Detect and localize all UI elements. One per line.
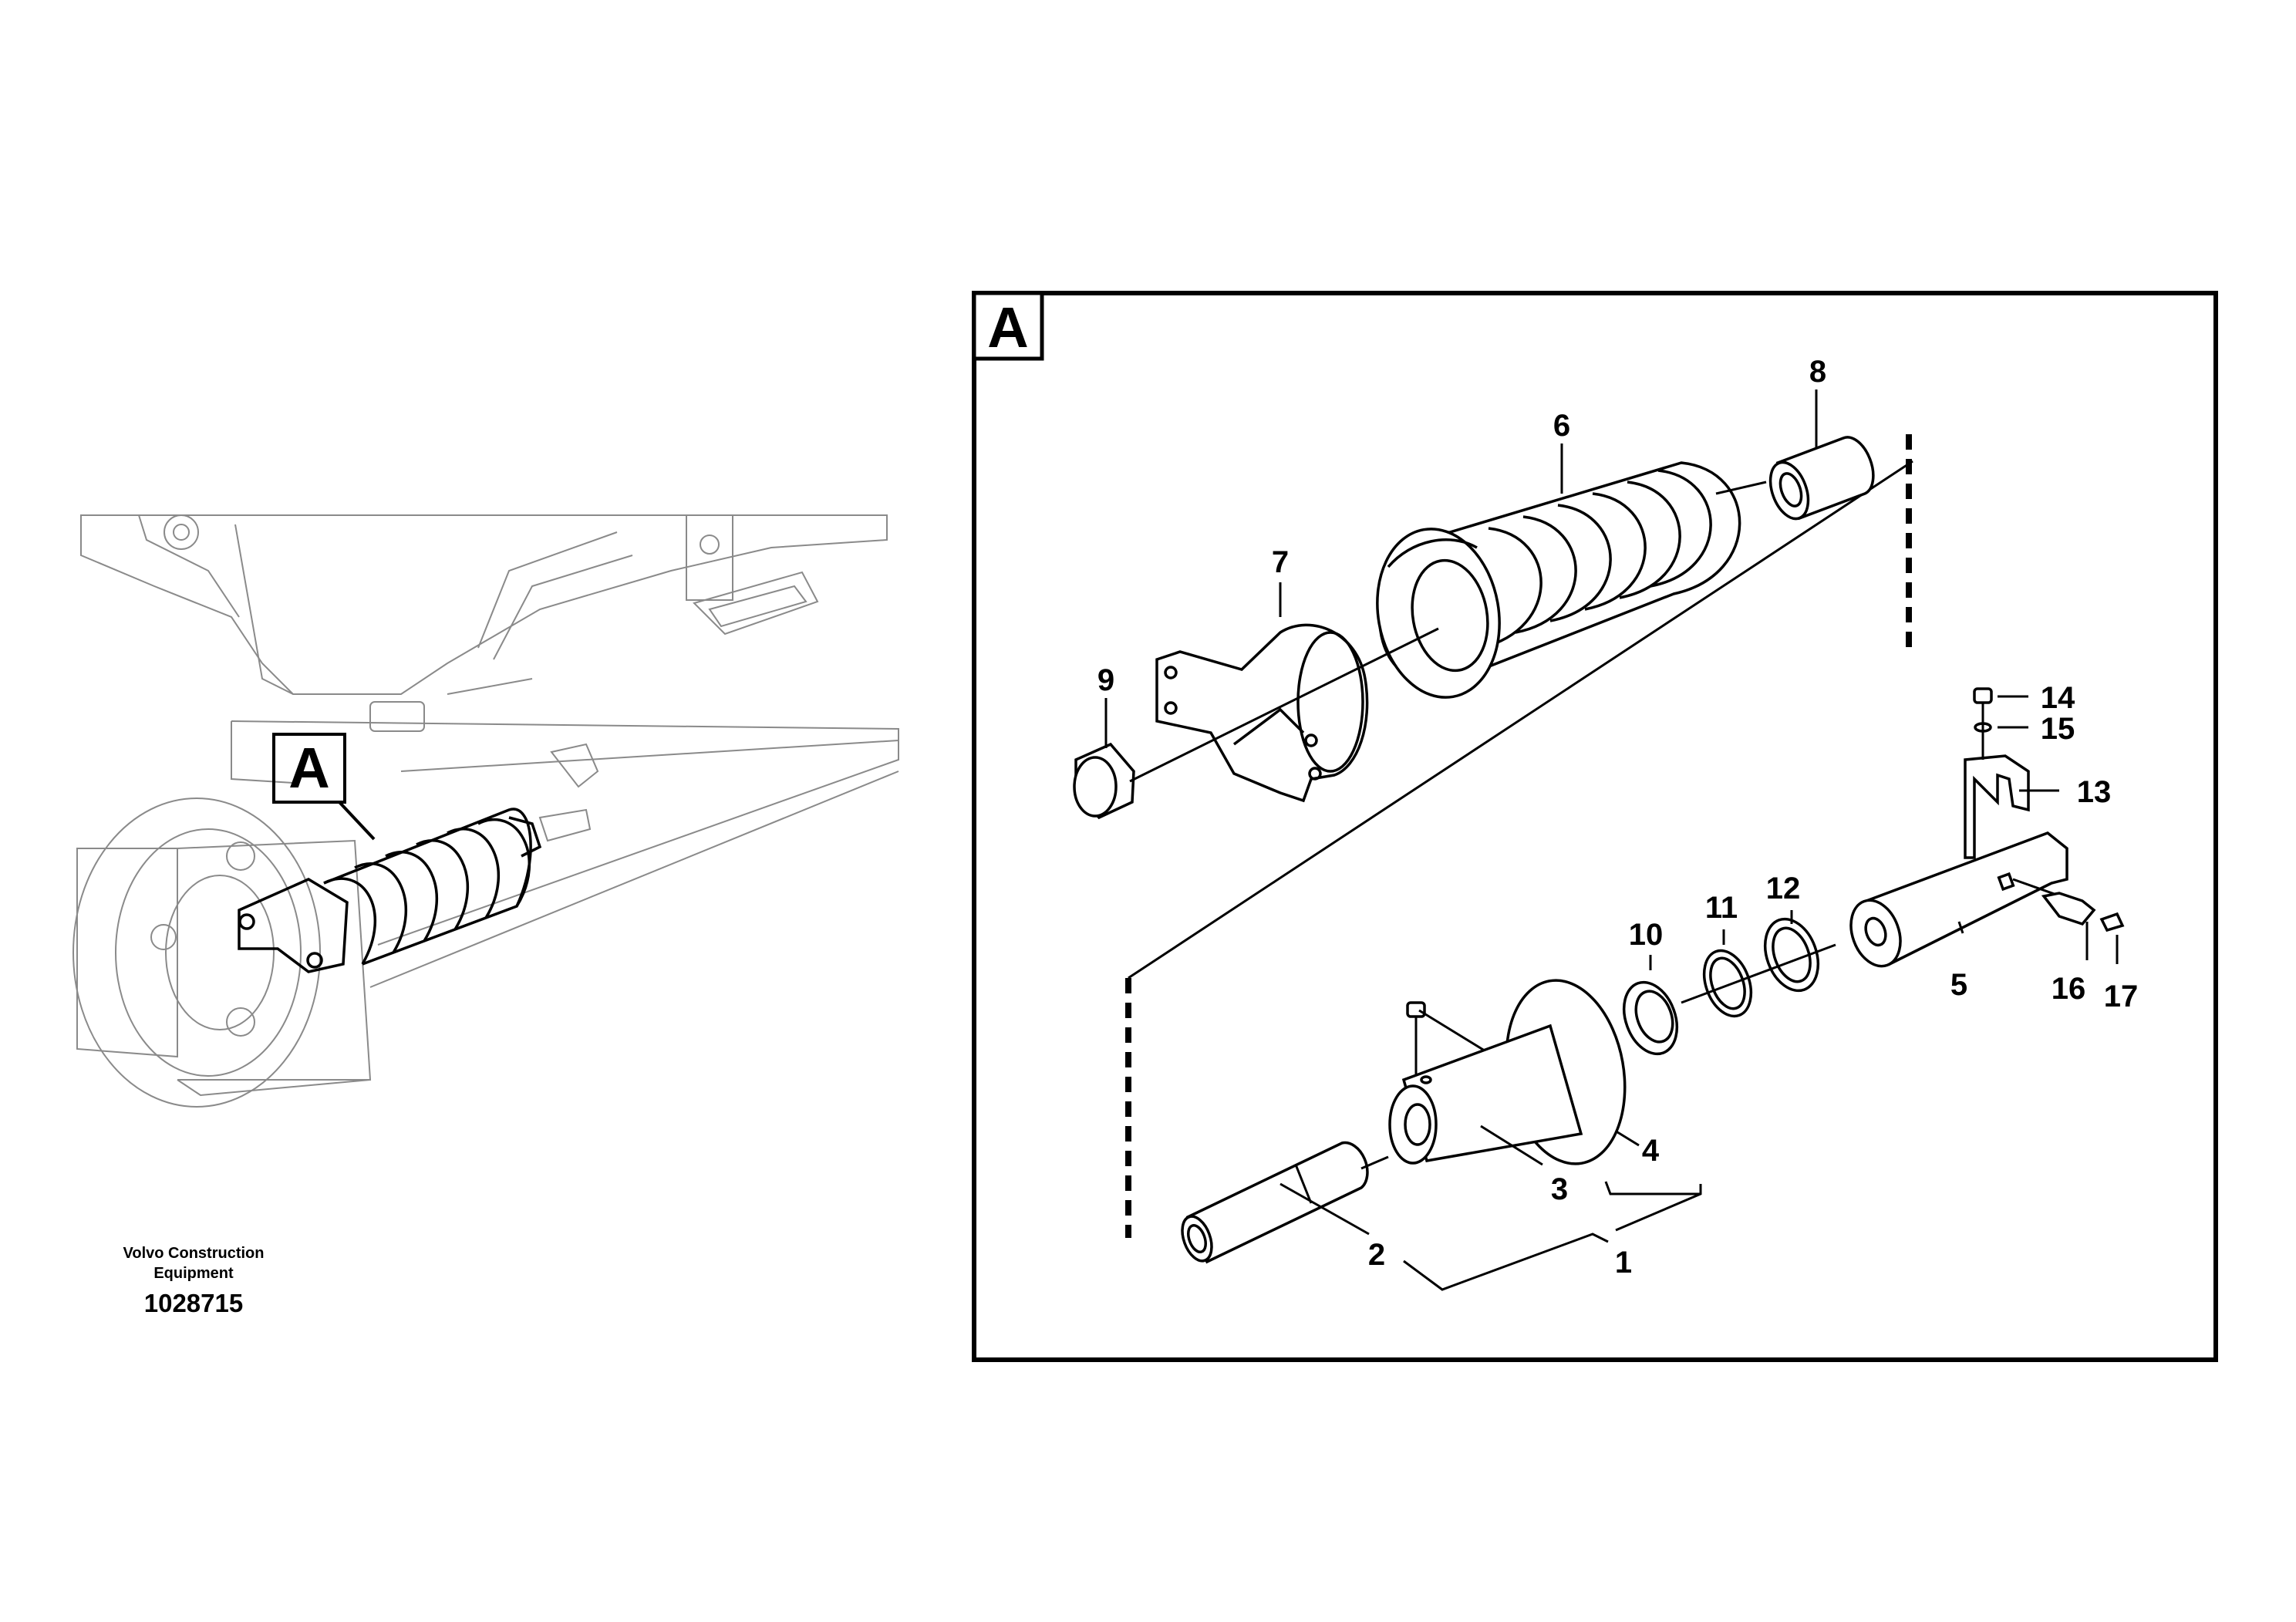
part-5-cylinder xyxy=(1849,831,2083,968)
label-part-15: 15 xyxy=(2041,712,2075,746)
part-7-bracket xyxy=(1155,623,1369,803)
label-part-1: 1 xyxy=(1615,1246,1632,1280)
part-14-screw xyxy=(1973,687,1993,760)
leader-lines xyxy=(1104,389,2059,1291)
part-13-bracket xyxy=(1964,754,2030,859)
part-3-hub xyxy=(1388,979,1627,1165)
part-9-nut xyxy=(1073,742,1135,820)
part-2-pin xyxy=(1181,1141,1389,1264)
label-part-5: 5 xyxy=(1950,968,1967,1002)
part-number-labels: 1 2 3 4 5 6 7 8 9 10 11 12 13 14 15 16 1… xyxy=(1097,355,2138,1280)
label-part-3: 3 xyxy=(1551,1172,1568,1206)
label-part-13: 13 xyxy=(2077,775,2112,809)
part-6-recoil-spring xyxy=(1376,461,1741,699)
detail-frame-letter: A xyxy=(987,295,1028,359)
part-10-seal xyxy=(1622,955,1679,1056)
part-16-fitting xyxy=(2041,892,2096,960)
label-part-8: 8 xyxy=(1809,355,1826,389)
label-part-10: 10 xyxy=(1629,918,1664,952)
label-part-12: 12 xyxy=(1766,872,1801,905)
label-part-16: 16 xyxy=(2052,972,2086,1006)
undercarriage-overview-drawing: A xyxy=(72,514,899,1108)
label-part-7: 7 xyxy=(1272,545,1289,579)
overview-callout-letter: A xyxy=(288,736,329,800)
label-part-2: 2 xyxy=(1368,1238,1385,1272)
label-part-17: 17 xyxy=(2104,980,2139,1013)
detail-view-frame: A xyxy=(972,291,2218,1362)
label-part-11: 11 xyxy=(1705,891,1738,925)
label-part-9: 9 xyxy=(1097,663,1114,697)
credit-line-1: Volvo Construction xyxy=(123,1245,265,1262)
part-12-seal xyxy=(1763,910,1820,993)
part-11-o-ring xyxy=(1702,929,1753,1018)
label-part-6: 6 xyxy=(1553,409,1570,443)
break-line xyxy=(1125,434,1913,1238)
part-15-washer xyxy=(1974,722,1992,733)
footer-credit: Volvo Construction Equipment 1028715 xyxy=(123,1245,265,1317)
label-part-4: 4 xyxy=(1642,1134,1660,1168)
part-8-bushing xyxy=(1768,436,1875,521)
label-part-14: 14 xyxy=(2041,681,2075,715)
credit-line-2: Equipment xyxy=(153,1265,234,1282)
document-number: 1028715 xyxy=(144,1289,243,1317)
part-17-nipple xyxy=(2099,912,2125,964)
